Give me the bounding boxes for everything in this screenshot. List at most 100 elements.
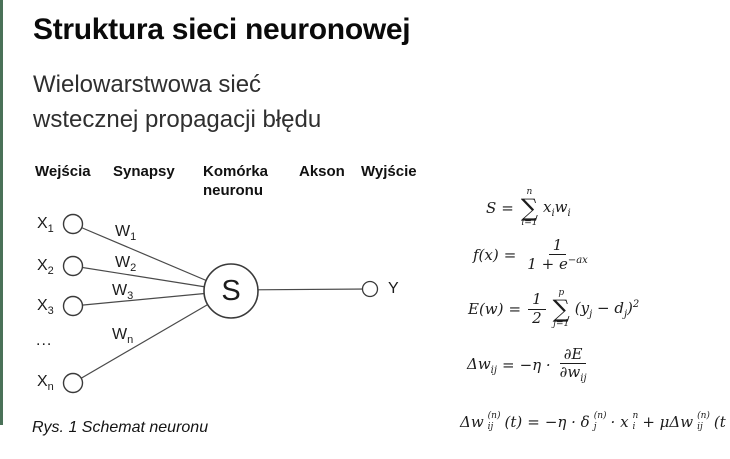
formula-term: d <box>614 298 624 317</box>
fraction-numerator: ∂E <box>559 345 587 365</box>
fraction-denominator: 1 + e−ax <box>523 255 592 273</box>
subscript: j <box>589 308 593 320</box>
sup-sub-stack: (n) j <box>594 412 607 432</box>
formula-error: E(w) = 1 2 p ∑ j=1 (yj − dj)2 <box>468 289 639 329</box>
formula-term: E(w) <box>468 300 504 318</box>
equals-sign: = <box>501 199 514 217</box>
column-header-neuron-cell: Komórka neuronu <box>203 163 269 199</box>
weight-label-base: W <box>115 223 131 240</box>
equals-sign: = <box>508 300 522 318</box>
column-header-output: Wyjście <box>361 163 417 180</box>
soma-circle <box>203 263 259 319</box>
sum-upper-limit: p <box>558 288 565 298</box>
fraction-numerator: 1 <box>548 236 567 256</box>
sum-lower-limit: i=1 <box>521 218 538 228</box>
subscript: i <box>632 422 636 432</box>
formula-term: (t) <box>504 413 523 431</box>
formula-weight-update: Δwij = −η · ∂E ∂wij <box>467 345 593 385</box>
fraction-denominator: 2 <box>532 308 542 327</box>
formula-term: ∂w <box>559 363 581 382</box>
input-node-circle-2 <box>62 255 84 277</box>
formula-term: ) <box>627 298 633 317</box>
input-ellipsis: ... <box>36 332 53 349</box>
superscript: (n) <box>697 411 710 421</box>
subscript: 2 <box>47 265 54 278</box>
left-accent-bar <box>0 0 3 425</box>
weight-label-wn: Wn <box>112 325 133 350</box>
superscript: n <box>632 411 639 421</box>
sup-sub-stack: (n) ij <box>488 412 501 432</box>
page-title: Struktura sieci neuronowej <box>33 13 411 46</box>
fraction-numerator: 1 <box>528 291 546 310</box>
formula-term: Δw <box>460 413 484 431</box>
weight-label-base: W <box>115 254 131 271</box>
sup-sub-stack: (n) ij <box>697 412 710 432</box>
subscript: ij <box>580 373 587 385</box>
formula-term: w <box>554 197 568 216</box>
input-node-circle-n <box>62 372 84 394</box>
input-label-base: X <box>37 297 48 314</box>
subscript: 1 <box>130 231 137 244</box>
formula-run: xiwi <box>543 198 571 219</box>
minus-sign: − <box>592 298 615 317</box>
formula-term: S <box>486 199 497 217</box>
superscript: 2 <box>632 298 640 310</box>
subtitle-line-1: Wielowarstwowa sieć <box>33 71 262 98</box>
formula-run: Δwij <box>467 355 497 376</box>
sigma-symbol: ∑ <box>552 295 570 323</box>
formula-term: · x <box>610 413 629 431</box>
formula-term: −η · δ <box>544 413 590 431</box>
input-label-base: X <box>37 373 48 390</box>
column-header-synapses: Synapsy <box>113 163 175 180</box>
sup-sub-stack: n i <box>633 412 639 432</box>
output-node-circle <box>361 280 379 298</box>
fraction-denominator: ∂wij <box>556 364 591 385</box>
subscript: 3 <box>47 305 54 318</box>
input-node-circle-3 <box>62 295 84 317</box>
summation: p ∑ j=1 <box>553 289 570 329</box>
subscript: 3 <box>127 290 134 303</box>
equals-sign: = <box>503 246 517 265</box>
subscript: n <box>127 334 134 347</box>
summation: n ∑ i=1 <box>521 188 538 228</box>
subscript: 1 <box>47 223 54 236</box>
subscript: ij <box>697 422 703 432</box>
formula-activation: f(x) = 1 1 + e−ax <box>473 236 594 274</box>
subscript: ij <box>487 422 494 432</box>
synapse-line-n <box>72 290 232 384</box>
fraction: ∂E ∂wij <box>556 345 591 385</box>
input-label-x2: X2 <box>37 256 54 281</box>
superscript: −ax <box>567 255 588 267</box>
subscript: 2 <box>130 262 137 275</box>
subtitle-line-2: wstecznej propagacji błędu <box>33 106 322 133</box>
subtitle: Wielowarstwowa sieć wstecznej propagacji… <box>33 67 321 137</box>
superscript: (n) <box>487 411 501 421</box>
weight-label-w2: W2 <box>115 253 136 278</box>
column-header-inputs: Wejścia <box>35 163 91 180</box>
formula-term: Δw <box>467 354 491 373</box>
figure-caption: Rys. 1 Schemat neuronu <box>32 419 209 436</box>
input-label-x3: X3 <box>37 296 54 321</box>
input-label-base: X <box>37 215 48 232</box>
formula-term: (t − 1) <box>713 413 730 431</box>
fraction: 1 1 + e−ax <box>523 236 592 274</box>
subscript: ij <box>490 364 497 376</box>
soma-label: S <box>221 275 241 307</box>
output-label: Y <box>388 280 399 297</box>
weight-label-base: W <box>112 326 128 343</box>
sum-lower-limit: j=1 <box>553 319 570 329</box>
synapse-line-1 <box>72 223 232 292</box>
sum-upper-limit: n <box>526 187 533 197</box>
subscript: i <box>551 207 555 219</box>
formula-run: (yj − dj)2 <box>575 299 640 320</box>
formula-term: 1 + e <box>527 255 568 274</box>
equals-sign: = <box>501 356 515 375</box>
sigma-symbol: ∑ <box>520 194 538 222</box>
weight-label-w1: W1 <box>115 222 136 247</box>
formula-term: ( <box>574 298 581 317</box>
input-label-xn: Xn <box>37 372 54 397</box>
subscript: n <box>47 381 54 394</box>
formula-weighted-sum: S = n ∑ i=1 xiwi <box>486 188 571 228</box>
